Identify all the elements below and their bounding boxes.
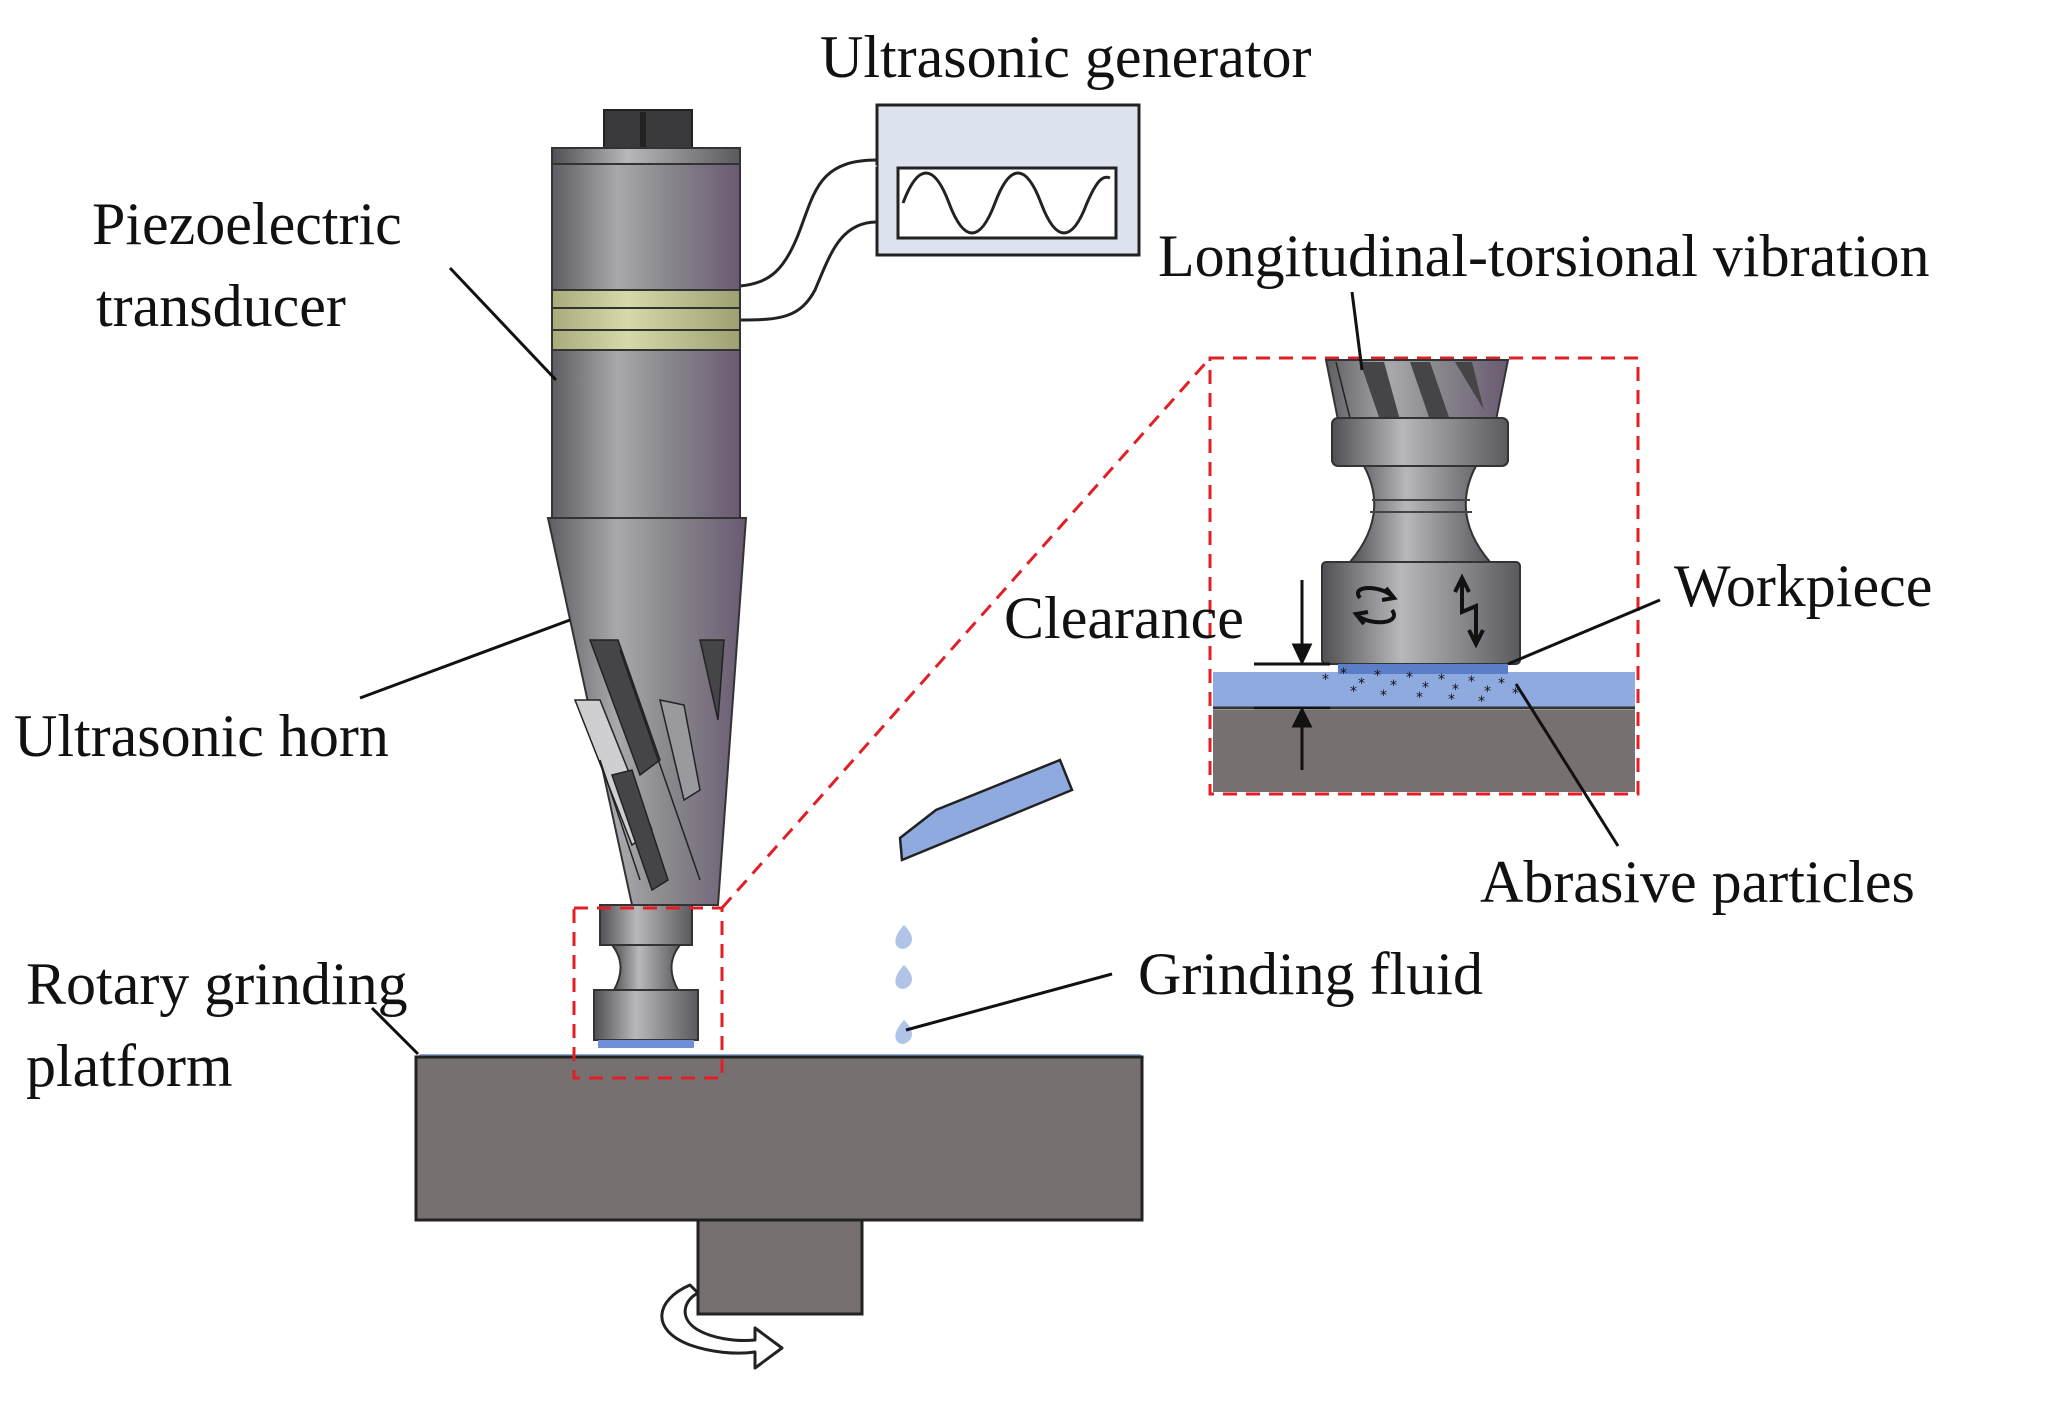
leader-horn: [359, 618, 571, 700]
svg-text:*: *: [1452, 682, 1459, 698]
longitudinal-arrow-icon: [1453, 573, 1485, 649]
piezoelectric-transducer: [551, 109, 741, 519]
leader-fluid: [905, 972, 1113, 1032]
label-ultrasonic-horn: Ultrasonic horn: [14, 703, 389, 769]
ultrasonic-generator: [875, 103, 1141, 257]
abrasive-particles-cluster: *** *** *** *** *** ***: [1322, 666, 1519, 710]
horn-workpiece: [598, 1040, 694, 1048]
label-platform: platform: [26, 1033, 233, 1099]
torsion-arrows-icon: [1352, 586, 1398, 626]
svg-text:*: *: [1468, 674, 1475, 690]
rotation-arrow-icon: [660, 1283, 784, 1370]
grinding-fluid-nozzle: [895, 758, 1074, 1044]
fluid-drop: [895, 1020, 912, 1044]
leader-abrasive: [1514, 683, 1620, 847]
svg-text:*: *: [1390, 678, 1397, 694]
label-ultrasonic-generator: Ultrasonic generator: [820, 24, 1311, 90]
zoom-source-box: [572, 906, 724, 1080]
svg-text:*: *: [1350, 684, 1357, 700]
leader-piezo: [448, 266, 558, 382]
fluid-drop: [895, 925, 912, 949]
rotary-grinding-platform: [414, 1054, 1145, 1370]
horn-neck: [609, 944, 683, 991]
svg-text:*: *: [1448, 692, 1455, 708]
svg-text:*: *: [1406, 670, 1413, 686]
piezo-band: [551, 289, 741, 351]
detail-fluid-layer: [1213, 672, 1635, 708]
detail-view: *** *** *** *** *** ***: [1213, 359, 1635, 792]
label-grinding-fluid: Grinding fluid: [1138, 941, 1483, 1007]
svg-text:*: *: [1374, 668, 1381, 684]
svg-text:*: *: [1478, 694, 1485, 710]
svg-text:*: *: [1358, 676, 1365, 692]
leader-platform: [370, 1006, 420, 1056]
label-clearance: Clearance: [1004, 585, 1244, 651]
svg-text:*: *: [1438, 672, 1445, 688]
svg-text:*: *: [1380, 688, 1387, 704]
generator-cables: [739, 158, 878, 322]
svg-text:*: *: [1512, 686, 1519, 702]
svg-text:*: *: [1322, 672, 1329, 688]
zoom-detail-box: [1208, 356, 1640, 796]
svg-text:*: *: [1340, 666, 1347, 682]
label-rotary-grinding: Rotary grinding: [26, 951, 408, 1017]
detail-platform: [1213, 710, 1635, 792]
horn-cone: [546, 517, 748, 906]
leader-lines: [359, 266, 1661, 1056]
platform-shaft: [696, 1218, 864, 1316]
detail-collar: [1331, 417, 1509, 467]
detail-tool-head: [1321, 561, 1521, 665]
svg-text:*: *: [1498, 676, 1505, 692]
detail-workpiece: [1338, 664, 1508, 674]
svg-text:*: *: [1416, 690, 1423, 706]
sine-wave-icon: [901, 171, 1111, 235]
label-longitudinal-torsional: Longitudinal-torsional vibration: [1158, 223, 1930, 289]
transducer-body: [551, 163, 741, 291]
clearance-dimension: [1254, 580, 1330, 770]
svg-text:*: *: [1422, 680, 1429, 696]
ultrasonic-horn: [546, 517, 748, 1048]
leader-longitudinal: [1350, 291, 1364, 371]
detail-neck: [1347, 465, 1493, 563]
label-workpiece: Workpiece: [1674, 553, 1932, 619]
zoom-indicator: [572, 356, 1640, 1080]
label-abrasive-particles: Abrasive particles: [1480, 849, 1915, 915]
platform-table: [414, 1055, 1144, 1222]
label-transducer: transducer: [96, 273, 346, 339]
horn-neck-collar: [599, 904, 693, 946]
horn-tool-head: [593, 989, 699, 1041]
transducer-lower-body: [551, 349, 741, 519]
fluid-drop: [895, 965, 912, 989]
leader-workpiece: [1507, 598, 1661, 666]
svg-text:*: *: [1484, 684, 1491, 700]
label-piezoelectric: Piezoelectric: [92, 191, 402, 257]
